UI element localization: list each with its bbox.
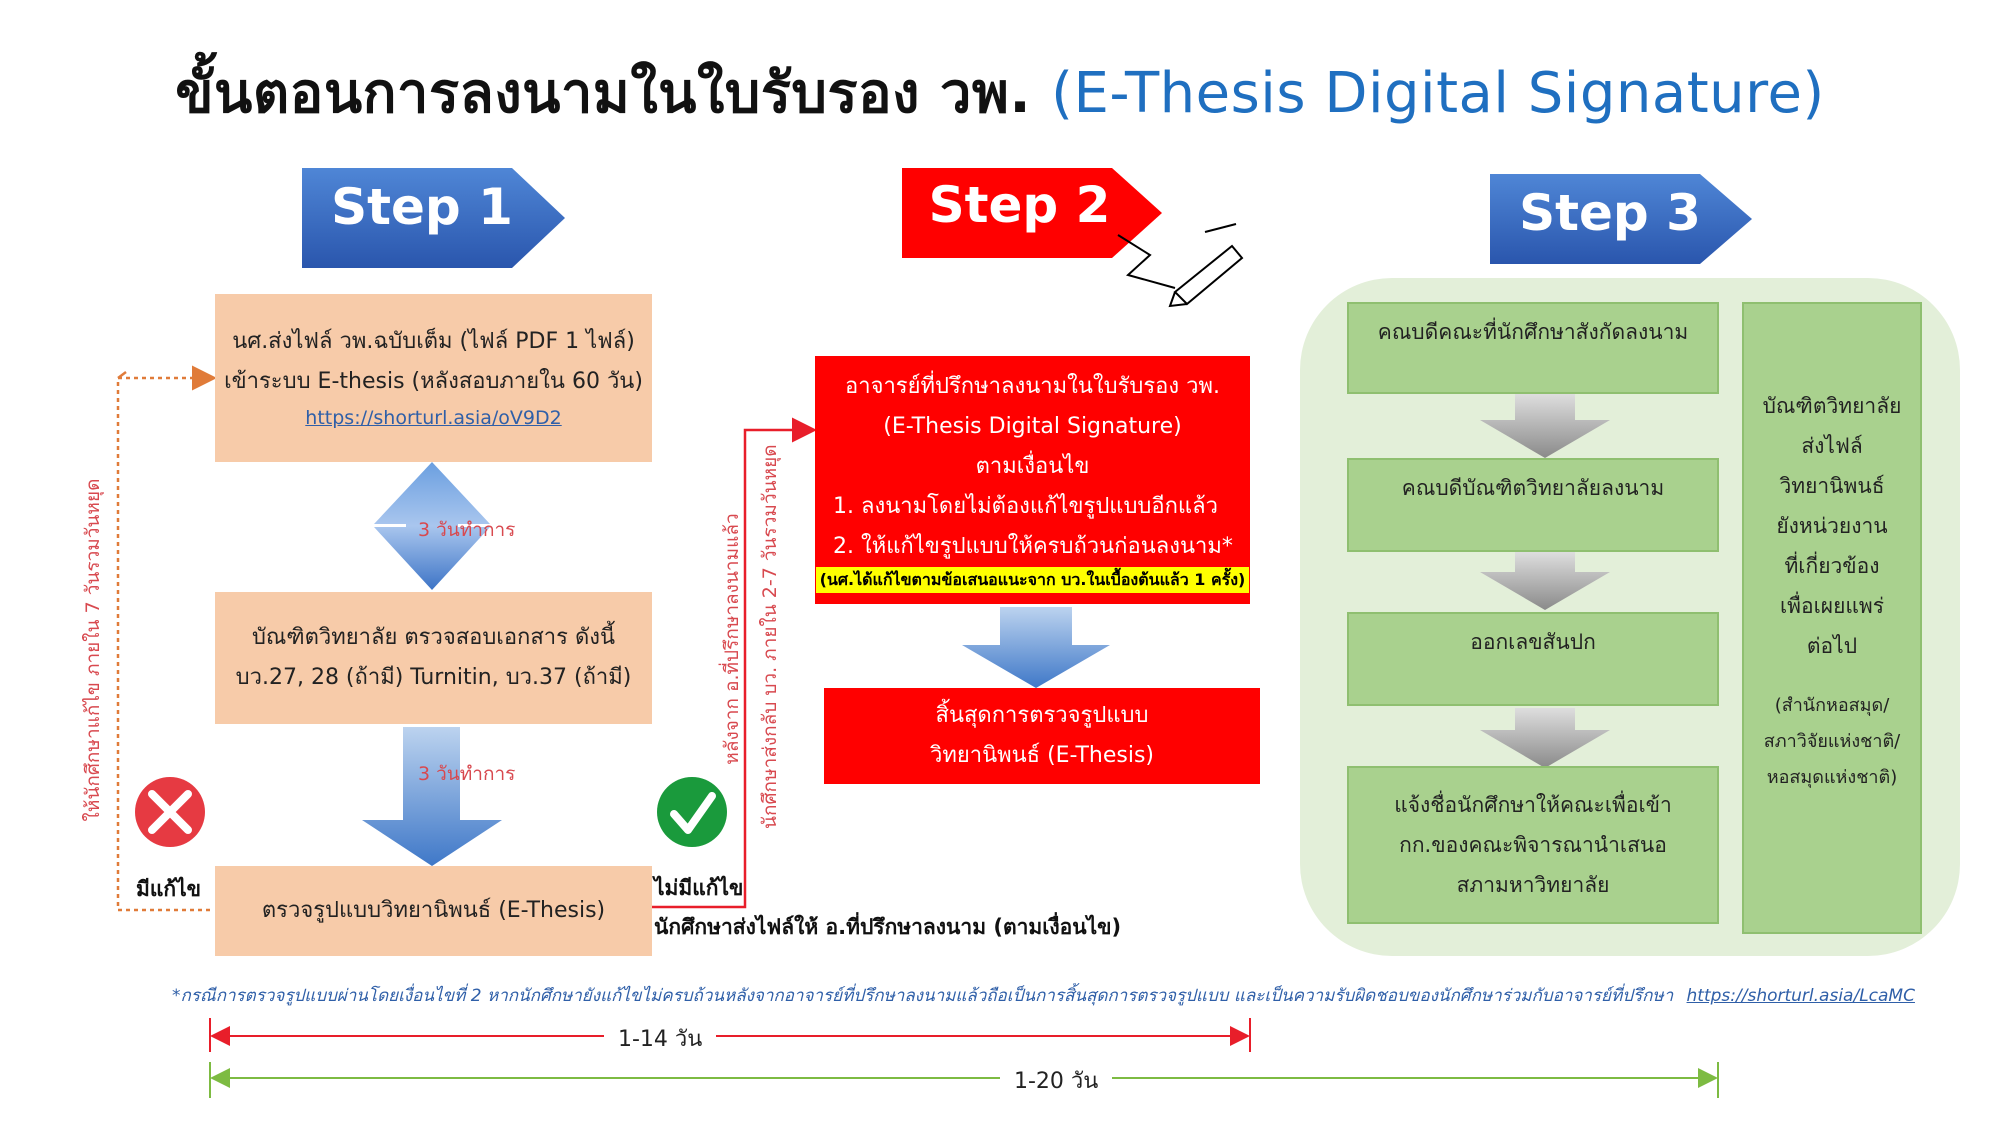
step1-submit-link[interactable]: https://shorturl.asia/oV9D2 [305,407,562,429]
step3-b4-line3: สภามหาวิทยาลัย [1456,873,1610,897]
pen-icon [1117,223,1244,308]
send-to-advisor-label: นักศึกษาส่งไฟล์ให้ อ.ที่ปรึกษาลงนาม (ตาม… [654,915,1122,939]
step1-box2-line2: บว.27, 28 (ถ้ามี) Turnitin, บว.37 (ถ้ามี… [235,665,632,690]
step3-b4-line2: กก.ของคณะพิจารณานำเสนอ [1399,833,1667,857]
step1-arrow2-label: 3 วันทำการ [418,763,516,785]
step2-line1: อาจารย์ที่ปรึกษาลงนามในใบรับรอง วพ. [845,374,1220,399]
red-connector [652,417,817,909]
side-note-1: สภาวิจัยแห่งชาติ/ [1763,731,1901,752]
step2-loop-label-1: หลังจาก อ.ที่ปรึกษาลงนามแล้ว [721,513,743,765]
step1-banner [302,168,565,268]
footnote: *กรณีการตรวจรูปแบบผ่านโดยเงื่อนไขที่ 2 ห… [172,982,1915,1009]
step3-b2-text: คณบดีบัณฑิตวิทยาลัยลงนาม [1401,476,1665,500]
side-line-1: ส่งไฟล์ [1801,434,1863,458]
check-circle-icon [657,777,727,847]
footnote-text: *กรณีการตรวจรูปแบบผ่านโดยเงื่อนไขที่ 2 ห… [172,986,1674,1006]
step1-box3-text: ตรวจรูปแบบวิทยานิพนธ์ (E-Thesis) [261,898,606,923]
step3-b3-text: ออกเลขสันปก [1470,630,1596,654]
publish-files-box: บัณฑิตวิทยาลัย ส่งไฟล์ วิทยานิพนธ์ ยังหน… [1742,302,1922,934]
graduate-dean-sign-box: คณบดีบัณฑิตวิทยาลัยลงนาม [1347,458,1719,552]
side-note-2: หอสมุดแห่งชาติ) [1766,767,1898,788]
gray-arrow-3 [1480,708,1610,768]
title-thai: ขั้นตอนการลงนามในใบรับรอง วพ. [175,61,1032,126]
side-note-0: (สำนักหอสมุด/ [1774,695,1890,716]
duration-label-1: 1-14 วัน [604,1021,717,1056]
page-title: ขั้นตอนการลงนามในใบรับรอง วพ. (E-Thesis … [0,48,2000,137]
side-line-4: ที่เกี่ยวข้อง [1784,554,1880,578]
step2-label: Step 2 [928,176,1111,234]
step3-banner [1490,174,1752,264]
notify-faculty-box: แจ้งชื่อนักศึกษาให้คณะเพื่อเข้า กก.ของคณ… [1347,766,1719,924]
step1-box1-line1: นศ.ส่งไฟล์ วพ.ฉบับเต็ม (ไฟล์ PDF 1 ไฟล์) [232,329,635,354]
step3-b1-text: คณบดีคณะที่นักศึกษาสังกัดลงนาม [1377,320,1689,344]
side-line-2: วิทยานิพนธ์ [1779,474,1885,498]
step2-line5: 2. ให้แก้ไขรูปแบบให้ครบถ้วนก่อนลงนาม* [833,534,1233,559]
x-circle-icon [135,777,205,847]
spine-number-box: ออกเลขสันปก [1347,612,1719,706]
step2-end-line2: วิทยานิพนธ์ (E-Thesis) [929,743,1155,768]
step2-line2: (E-Thesis Digital Signature) [883,414,1182,439]
step3-b4-line1: แจ้งชื่อนักศึกษาให้คณะเพื่อเข้า [1394,793,1672,817]
down-arrow-step2 [962,607,1110,688]
gray-arrow-1 [1480,394,1610,458]
side-line-3: ยังหน่วยงาน [1776,514,1888,538]
step2-banner [902,168,1162,258]
step2-highlight-note: (นศ.ได้แก้ไขตามข้อเสนอแนะจาก บว.ในเบื้อง… [815,567,1250,593]
advisor-sign-box: อาจารย์ที่ปรึกษาลงนามในใบรับรอง วพ. (E-T… [815,356,1250,604]
step2-line4: 1. ลงนามโดยไม่ต้องแก้ไขรูปแบบอีกแล้ว [833,494,1218,519]
step1-check-box: บัณฑิตวิทยาลัย ตรวจสอบเอกสาร ดังนี้ บว.2… [215,592,652,724]
step1-submit-box: นศ.ส่งไฟล์ วพ.ฉบับเต็ม (ไฟล์ PDF 1 ไฟล์)… [215,294,652,462]
step2-line3: ตามเงื่อนไข [975,454,1090,479]
step1-box2-line1: บัณฑิตวิทยาลัย ตรวจสอบเอกสาร ดังนี้ [251,625,616,650]
duration-label-2: 1-20 วัน [1000,1063,1113,1098]
step1-label: Step 1 [331,178,513,236]
step3-label: Step 3 [1519,184,1701,242]
step1-arrow1-label: 3 วันทำการ [418,519,516,541]
title-english: (E-Thesis Digital Signature) [1051,61,1825,126]
side-line-0: บัณฑิตวิทยาลัย [1762,394,1902,418]
side-line-6: ต่อไป [1806,634,1858,658]
end-format-check-box: สิ้นสุดการตรวจรูปแบบ วิทยานิพนธ์ (E-Thes… [824,688,1260,784]
gray-arrow-2 [1480,552,1610,610]
faculty-dean-sign-box: คณบดีคณะที่นักศึกษาสังกัดลงนาม [1347,302,1719,394]
side-line-5: เพื่อเผยแพร่ [1779,594,1885,618]
no-fix-label: ไม่มีแก้ไข [654,876,744,900]
step1-box1-line2: เข้าระบบ E-thesis (หลังสอบภายใน 60 วัน) [224,369,643,394]
bidi-arrow [374,462,490,590]
footnote-link[interactable]: https://shorturl.asia/LcaMC [1686,986,1915,1006]
down-arrow-step1 [362,727,502,866]
left-loop-label: ให้นักศึกษาแก้ไข ภายใน 7 วันรวมวันหยุด [82,478,104,822]
step2-end-line1: สิ้นสุดการตรวจรูปแบบ [935,703,1149,728]
step2-loop-label-2: นักศึกษาส่งกลับ บว. ภายใน 2-7 วันรวมวันห… [759,444,781,829]
step1-format-box: ตรวจรูปแบบวิทยานิพนธ์ (E-Thesis) [215,866,652,956]
has-fix-label: มีแก้ไข [136,877,202,901]
